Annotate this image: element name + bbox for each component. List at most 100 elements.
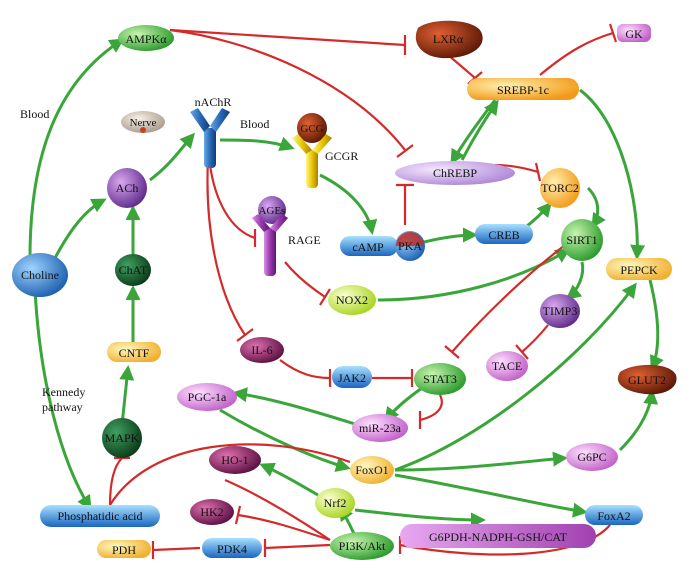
- node-torc2: [540, 168, 580, 208]
- node-ages: [258, 196, 286, 224]
- label-chat: ChAT: [119, 263, 148, 277]
- label-nachr: nAChR: [195, 95, 232, 109]
- edge-pepck-glut2: [648, 279, 664, 371]
- node-g6pc: [566, 443, 618, 471]
- node-creb: [475, 224, 533, 244]
- label-choline: Choline: [21, 268, 59, 282]
- label-gk: GK: [625, 27, 643, 41]
- edge-foxo1-g6pc: [394, 451, 568, 472]
- edge-phosphatidic-mapk: [108, 457, 123, 506]
- edge-pdk4-pdh: [152, 546, 201, 552]
- node-timp3: [540, 294, 580, 328]
- label-timp3: TIMP3: [543, 304, 578, 318]
- node-pepck: [606, 258, 672, 280]
- edge-phosphatidic-foxo1: [109, 443, 351, 506]
- node-foxa2: [585, 505, 643, 525]
- label-pgc1a: PGC-1a: [188, 390, 227, 404]
- label-tace: TACE: [492, 359, 522, 373]
- label-jak2: JAK2: [338, 371, 366, 385]
- label-pka: PKA: [398, 239, 422, 253]
- label-srebp: SREBP-1c: [497, 83, 549, 97]
- label-kennedy-2: pathway: [42, 400, 83, 414]
- node-pdk4: [202, 538, 262, 558]
- node-phosphatidic: [40, 505, 160, 527]
- node-chat: [115, 254, 151, 286]
- edge-g6pc-glut2: [618, 389, 659, 452]
- label-gcgr: GCGR: [325, 149, 358, 163]
- label-creb: CREB: [488, 228, 519, 242]
- edge-srebp-pepck: [579, 88, 646, 260]
- label-pdh: PDH: [112, 543, 136, 557]
- label-pepck: PEPCK: [620, 263, 658, 277]
- edge-nachr-gcgr: [219, 136, 295, 151]
- edge-ampk-lxr: [169, 28, 406, 47]
- label-phosphatidic: Phosphatidic acid: [58, 509, 143, 523]
- label-nox2: NOX2: [336, 293, 368, 307]
- edge-pi3k-foxo1: [224, 478, 331, 541]
- node-nachr-receptor-icon: [190, 108, 230, 168]
- label-nerve: Nerve: [130, 117, 157, 129]
- edge-nachr-il6: [206, 159, 246, 336]
- node-ach: [107, 168, 147, 208]
- node-gcg: [297, 113, 327, 143]
- node-choline: [12, 253, 68, 297]
- edge-srebp-gk: [539, 31, 614, 76]
- label-ampk: AMPKα: [126, 32, 168, 46]
- edge-chrebp-srebp: [460, 99, 499, 161]
- edge-ampk-chrebp: [169, 28, 406, 151]
- label-torc2: TORC2: [541, 181, 579, 195]
- edge-lxr-srebp: [447, 54, 476, 79]
- edge-srebp-chrebp: [450, 99, 497, 165]
- label-il6: IL-6: [251, 343, 272, 357]
- node-camp: [340, 236, 398, 256]
- node-jak2: [332, 366, 372, 388]
- edge-choline-ach: [53, 198, 107, 259]
- edge-foxo1-foxa2: [394, 473, 588, 518]
- edge-pi3k-hk2: [237, 513, 331, 542]
- label-kennedy-1: Kennedy: [42, 385, 85, 399]
- label-pi3k: PI3K/Akt: [339, 539, 386, 553]
- label-nrf2: Nrf2: [324, 496, 347, 510]
- edge-mapk-cntf: [119, 365, 135, 426]
- node-lxr: [415, 20, 483, 59]
- label-ho1: HO-1: [221, 453, 248, 467]
- edge-nachr-rage: [208, 164, 256, 240]
- label-cntf: CNTF: [119, 346, 150, 360]
- inhibition-edges: [108, 23, 618, 559]
- node-stat3: [414, 363, 466, 395]
- label-gcg: GCG: [300, 123, 323, 135]
- label-rage: RAGE: [288, 233, 321, 247]
- label-sirt1: SIRT1: [566, 233, 597, 247]
- edge-timp3-tace: [521, 324, 549, 353]
- label-chrebp: ChREBP: [433, 166, 477, 180]
- node-srebp: [467, 78, 579, 100]
- edge-sirt1-stat3: [451, 244, 566, 353]
- edge-pi3k-pdk4: [264, 543, 331, 550]
- label-mir23a: miR-23a: [359, 421, 402, 435]
- label-g6pc: G6PC: [577, 450, 606, 464]
- node-chrebp: [395, 161, 515, 185]
- label-camp: cAMP: [352, 240, 384, 254]
- label-lxr: LXRα: [433, 32, 464, 46]
- label-ages: AGEs: [259, 205, 286, 217]
- node-nerve: [121, 111, 165, 133]
- node-tace: [486, 351, 528, 381]
- label-pdk4: PDK4: [217, 542, 247, 556]
- edge-sirt1-timp3: [565, 261, 585, 300]
- edge-rage-nox2: [284, 261, 326, 298]
- nerve-cell-icon: [140, 127, 146, 133]
- edge-stat3-pgc1a-inh: [419, 394, 443, 422]
- node-ampk: [118, 25, 174, 51]
- edge-choline-ampk: [28, 38, 125, 259]
- edge-nox2-sirt1: [377, 248, 571, 302]
- node-foxo1: [350, 456, 394, 484]
- edge-nrf2-ho1: [259, 462, 319, 497]
- node-mapk: [102, 418, 142, 458]
- node-hk2: [190, 499, 234, 525]
- edge-il6-jak2: [279, 359, 331, 380]
- node-il6: [240, 337, 284, 363]
- edge-gcgr-camp: [319, 173, 378, 235]
- node-nrf2: [315, 488, 355, 518]
